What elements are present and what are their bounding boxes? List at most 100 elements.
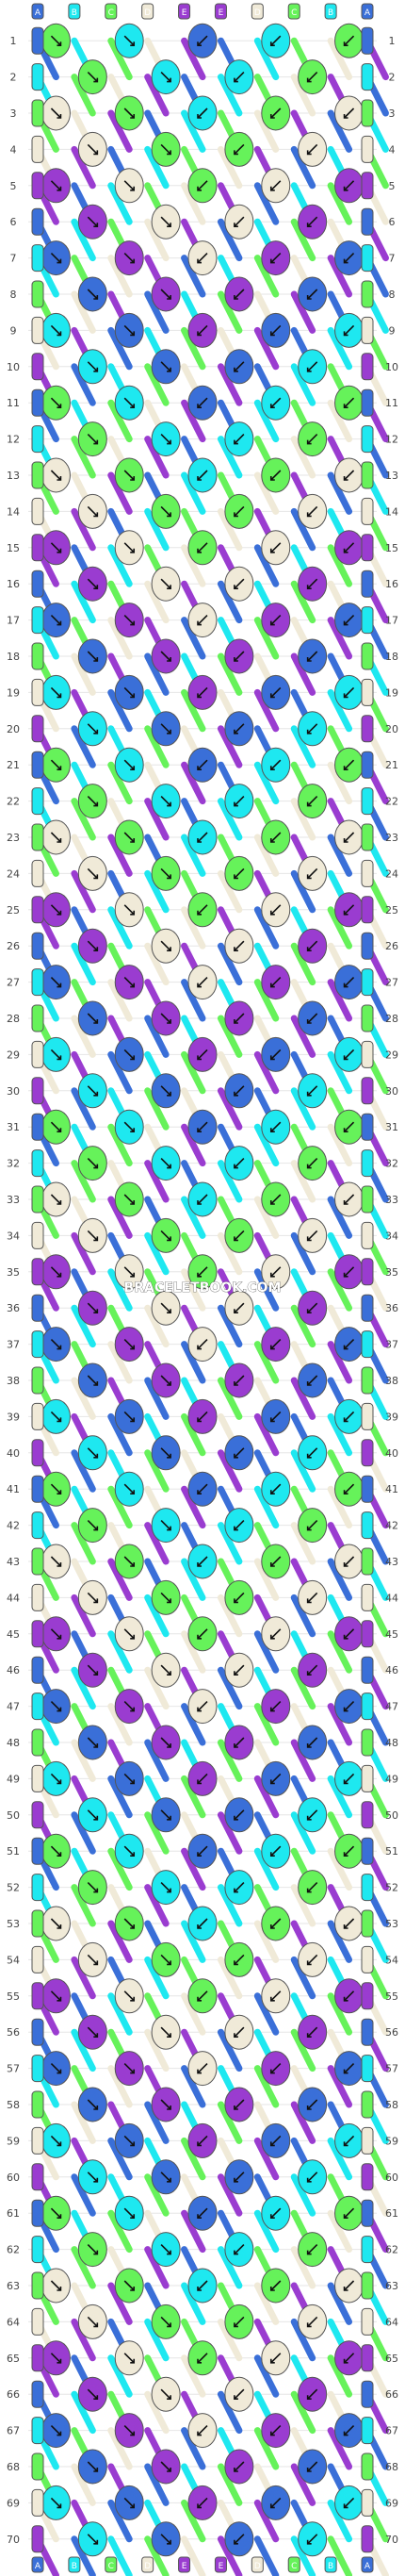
strand-segment [181,1992,206,2036]
strand-segment [71,1087,96,1131]
edge-strand [361,1909,374,1938]
row-number: 15 [7,542,20,554]
knot-arrow-icon [50,1773,62,1785]
knot-arrow-icon [234,1737,245,1748]
row-number: 51 [7,1845,20,1858]
row-number: 45 [7,1628,20,1641]
edge-strand [31,1874,44,1902]
knot-arrow-icon [234,72,245,83]
strand-segment [253,1630,280,1674]
row-number: 32 [385,1158,398,1170]
knot-arrow-icon [306,1737,318,1748]
strand-segment [71,1304,96,1348]
knot-arrow-icon [123,2063,136,2074]
strand-segment [253,2137,280,2181]
knot-arrow-icon [87,1954,99,1966]
knot-arrow-icon [123,686,136,699]
row-number: 23 [7,832,20,844]
strand-segment [217,1884,243,1927]
row-number: 60 [385,2171,398,2184]
strand-segment [253,1123,280,1167]
knot-arrow-icon [87,1882,99,1893]
strand-segment [253,906,280,949]
strand-segment [181,1268,206,1312]
knot-arrow-icon [87,216,99,227]
row-number: 56 [385,2026,398,2039]
edge-strand [31,2018,44,2046]
knot-arrow-icon [343,2207,355,2219]
knot-arrow-icon [87,2388,99,2400]
strand-segment [144,1087,170,1131]
strand-segment [217,2101,243,2144]
strand-segment [107,2535,133,2576]
edge-strand [31,1693,44,1721]
knot-arrow-icon [160,1230,171,1242]
knot-arrow-icon [234,2244,245,2255]
strand-segment [253,2065,280,2108]
edge-strand [361,751,374,779]
row-number: 31 [7,1121,20,1133]
strand-segment [253,1196,280,1239]
strand-segment [217,1160,243,1203]
edge-strand [31,1837,44,1865]
edge-strand [31,1728,44,1757]
knot-arrow-icon [197,904,208,916]
strand-segment [71,1160,96,1203]
strand-segment [217,507,243,552]
knot-arrow-icon [343,324,355,337]
knot-arrow-icon [123,1194,136,1205]
strand-segment [253,1920,280,1963]
strand-segment [217,652,243,696]
knot-arrow-icon [123,1845,136,1857]
row-number: 6 [389,216,396,228]
row-number: 8 [389,289,396,301]
knot-arrow-icon [269,2135,282,2147]
strand-segment [217,2318,243,2362]
strand-segment [181,2499,206,2543]
strand-segment [144,1884,170,1927]
edge-strand [361,1439,374,1467]
edge-strand [361,388,374,417]
knot-arrow-icon [50,1556,62,1567]
strand-segment [144,1231,170,1276]
knot-arrow-icon [87,867,99,880]
knot-arrow-icon [197,1121,208,1132]
strand-segment [327,182,353,225]
edge-strand [31,2307,44,2336]
strand-segment [290,725,316,768]
strand-segment [253,979,280,1022]
knot-arrow-icon [269,470,282,481]
edge-strand [31,1366,44,1395]
strand-segment [327,255,353,298]
knot-arrow-icon [197,35,208,46]
row-number: 68 [7,2461,20,2473]
knot-arrow-icon [343,1990,355,2002]
edge-strand [31,26,44,55]
strand-segment [327,2354,353,2398]
knot-arrow-icon [234,1230,245,1242]
row-number: 48 [385,1737,398,1749]
row-number: 18 [385,651,398,663]
strand-segment [290,2535,316,2576]
row-number: 11 [7,397,20,409]
knot-arrow-icon [269,180,282,191]
row-number: 58 [7,2099,20,2111]
row-number: 25 [385,904,398,916]
row-number: 2 [389,72,396,84]
strand-segment [144,2318,170,2362]
knot-arrow-icon [123,2135,136,2147]
strand-label: C [108,8,114,18]
strand-segment [71,2390,96,2435]
row-number: 46 [385,1664,398,1676]
knot-arrow-icon [306,796,318,807]
strand-segment [217,580,243,624]
strand-segment [144,2101,170,2144]
knot-arrow-icon [50,35,62,46]
knot-arrow-icon [234,1085,245,1097]
knot-arrow-icon [50,1483,62,1494]
strand-segment [107,399,133,443]
knot-arrow-icon [160,1085,171,1097]
strand-segment [144,290,170,334]
edge-strand [31,1511,44,1540]
knot-arrow-icon [87,434,99,445]
